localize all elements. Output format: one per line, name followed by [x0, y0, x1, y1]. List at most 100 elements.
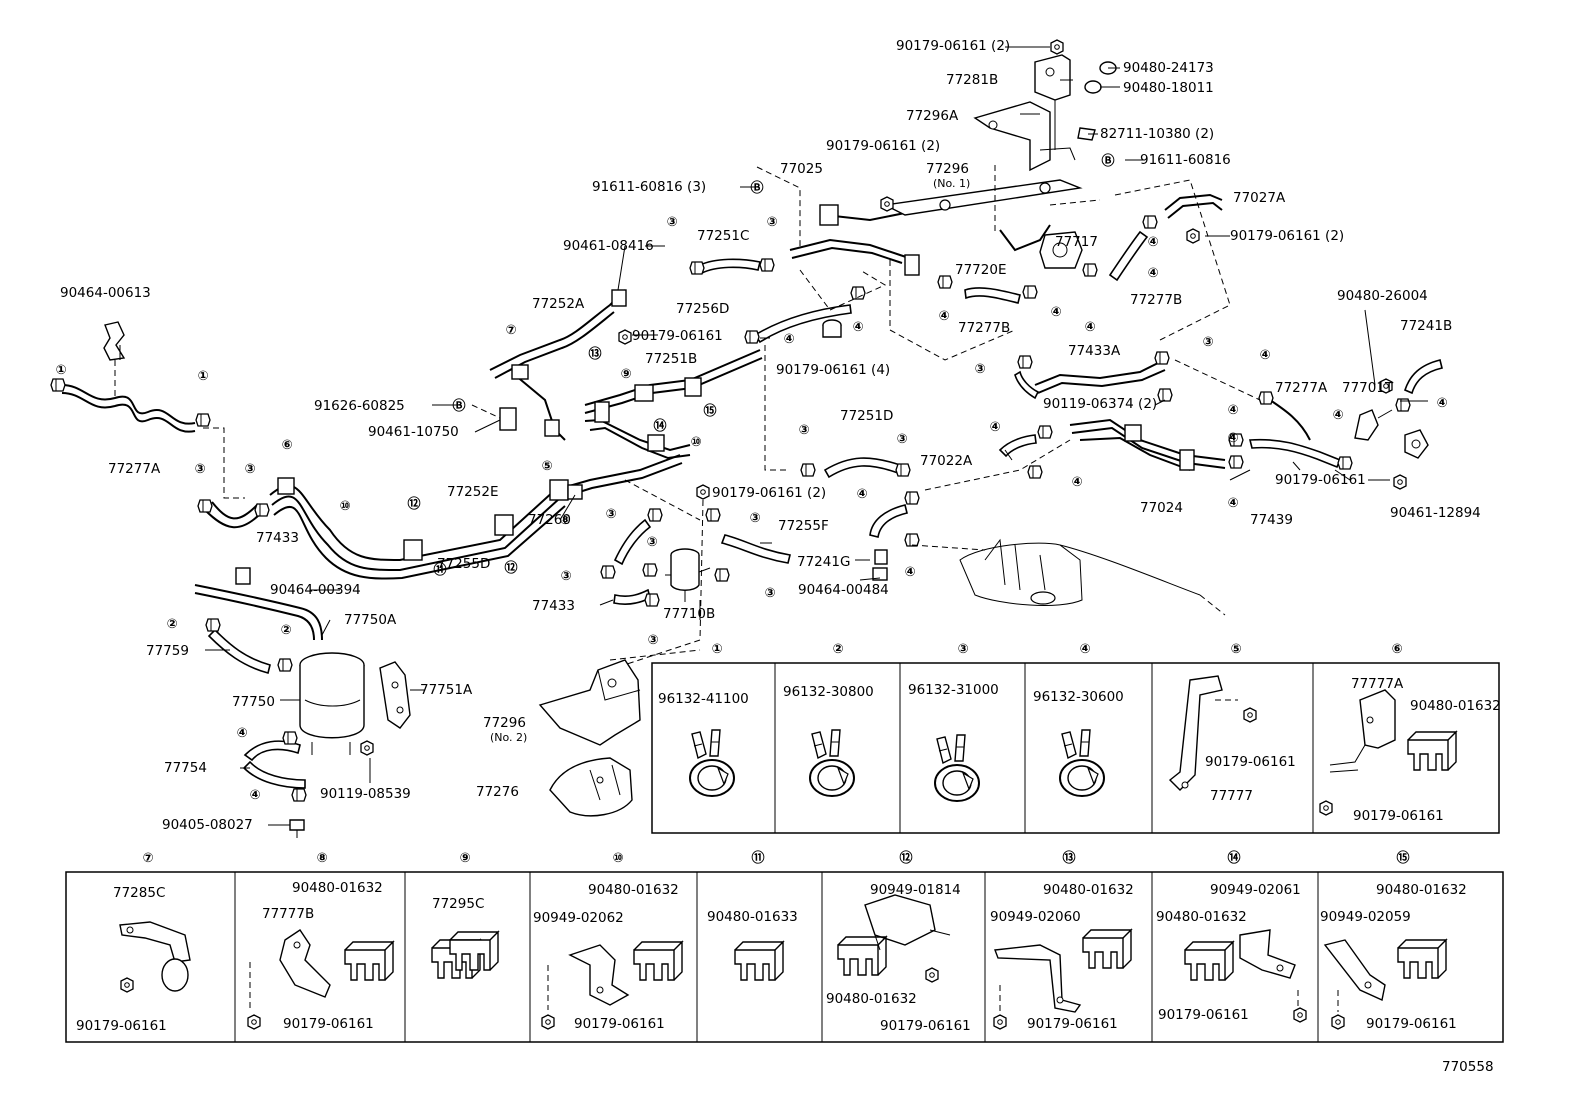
callout-4: ④ — [1050, 305, 1061, 320]
callout-8: ⑧ — [559, 513, 570, 528]
callout-3: ③ — [666, 215, 677, 230]
hose-clip-icon — [195, 413, 211, 427]
bolt-90405-08027-icon — [289, 819, 305, 838]
hose-clip-icon — [1154, 351, 1170, 365]
nut-90179-06161-b6-icon — [1319, 800, 1333, 816]
diagram-id: 770558 — [1442, 1059, 1494, 1075]
label-96132-30800: 96132-30800 — [783, 684, 874, 700]
label-77750a: 77750A — [344, 612, 397, 628]
callout-1: ① — [197, 369, 208, 384]
nut-90179-06161-b8-icon — [247, 1014, 261, 1030]
callout-3: ③ — [646, 535, 657, 550]
callout-14: ⑭ — [653, 418, 666, 434]
callout-10: ⑩ — [339, 499, 350, 514]
callout-9: ⑨ — [620, 367, 631, 382]
callout-4: ④ — [904, 565, 915, 580]
label-77241g: 77241G — [797, 554, 850, 570]
callout-3: ③ — [764, 586, 775, 601]
callout-3: ③ — [896, 432, 907, 447]
callout-13: ⑬ — [588, 346, 601, 362]
label-b5-77777: 77777 — [1210, 788, 1253, 804]
callout-8-box: ⑧ — [316, 851, 327, 866]
callout-B: Ⓑ — [750, 180, 763, 196]
clamp-90480-01632-b6-icon — [1407, 731, 1457, 771]
hose-clip-icon — [1337, 456, 1353, 470]
callout-4: ④ — [938, 309, 949, 324]
clamp-90480-01632-b12-icon — [837, 936, 887, 976]
callout-3: ③ — [749, 511, 760, 526]
callout-15-box: ⑮ — [1396, 850, 1409, 866]
clamp-90464-00484-icon — [872, 549, 888, 581]
bracket-77777b-icon — [279, 929, 331, 998]
callout-15: ⑮ — [703, 403, 716, 419]
label-77759: 77759 — [146, 643, 189, 659]
label-77277b-2: 77277B — [958, 320, 1010, 336]
pipe-77433a — [1034, 361, 1161, 386]
hose-77754 — [243, 740, 301, 762]
clamp-15-icon — [684, 377, 702, 397]
clamp-90480-01632-b8-icon — [344, 941, 394, 981]
hose-77255f — [869, 504, 908, 538]
label-b11-90480-01633: 90480-01633 — [707, 909, 798, 925]
callout-12: ⑫ — [504, 560, 517, 576]
callout-4: ④ — [1147, 235, 1158, 250]
hose-77750a — [194, 584, 323, 641]
hose-clip-icon — [647, 508, 663, 522]
label-b7-90179-06161: 90179-06161 — [76, 1018, 167, 1034]
bracket-77751a-icon — [379, 661, 411, 729]
hose-clip-icon — [937, 275, 953, 289]
label-90179-06161-2-mid: 90179-06161 (2) — [826, 138, 940, 154]
clamp-96132-30600-icon — [1059, 729, 1105, 797]
label-90480-24173: 90480-24173 — [1123, 60, 1214, 76]
hose-clip-icon — [644, 593, 660, 607]
label-77024: 77024 — [1140, 500, 1183, 516]
label-77720e: 77720E — [955, 262, 1006, 278]
label-90464-00394: 90464-00394 — [270, 582, 361, 598]
callout-B: Ⓑ — [1101, 153, 1114, 169]
callout-3: ③ — [974, 362, 985, 377]
hose-77433-middle — [613, 588, 651, 605]
label-77260: 77260 — [528, 512, 571, 528]
nut-90179-06161-2-icon — [880, 196, 894, 212]
label-77754: 77754 — [164, 760, 207, 776]
label-90179-06161-2-r: 90179-06161 (2) — [1230, 228, 1344, 244]
hose-77277a-left — [61, 384, 196, 433]
hose-clip-icon — [277, 658, 293, 672]
label-77252a: 77252A — [532, 296, 585, 312]
label-90464-00613: 90464-00613 — [60, 285, 151, 301]
label-77296-no2: 77296 — [483, 715, 526, 731]
clamp-96132-30800-icon — [809, 729, 855, 797]
label-90119-06374-2: 90119-06374 (2) — [1043, 396, 1157, 412]
clamp-90464-00394-icon — [235, 567, 251, 585]
label-77296a: 77296A — [906, 108, 959, 124]
clamp-13-icon — [594, 401, 610, 423]
nut-90179-06161-b10-icon — [541, 1014, 555, 1030]
label-b14-90179-06161: 90179-06161 — [1158, 1007, 1249, 1023]
bracket-90461-10750-icon — [499, 407, 517, 431]
clamp-90461-08416-icon — [611, 289, 627, 307]
bracket-77296a — [973, 101, 1051, 172]
clamp-9-icon — [634, 384, 654, 402]
label-b6-77777a: 77777A — [1351, 676, 1404, 692]
callout-6: ⑥ — [281, 438, 292, 453]
callout-3: ③ — [798, 423, 809, 438]
label-77751a: 77751A — [420, 682, 473, 698]
callout-4: ④ — [1084, 320, 1095, 335]
label-77433-l: 77433 — [256, 530, 299, 546]
callout-7-box: ⑦ — [142, 851, 153, 866]
callout-4: ④ — [1227, 431, 1238, 446]
label-77717: 77717 — [1055, 234, 1098, 250]
detail-box-1-6 — [651, 662, 1500, 834]
callout-3-box: ③ — [957, 642, 968, 657]
label-b8-77777b: 77777B — [262, 906, 314, 922]
label-90461-10750: 90461-10750 — [368, 424, 459, 440]
clamp-90480-01632-b13-icon — [1082, 929, 1132, 969]
label-77277b-1: 77277B — [1130, 292, 1182, 308]
label-90461-12894: 90461-12894 — [1390, 505, 1481, 521]
hose-clip-icon — [689, 261, 705, 275]
hose-clip-icon — [759, 258, 775, 272]
hose-clip-icon — [282, 731, 298, 745]
hose-77251c — [699, 258, 761, 275]
label-77022a: 77022A — [920, 453, 973, 469]
